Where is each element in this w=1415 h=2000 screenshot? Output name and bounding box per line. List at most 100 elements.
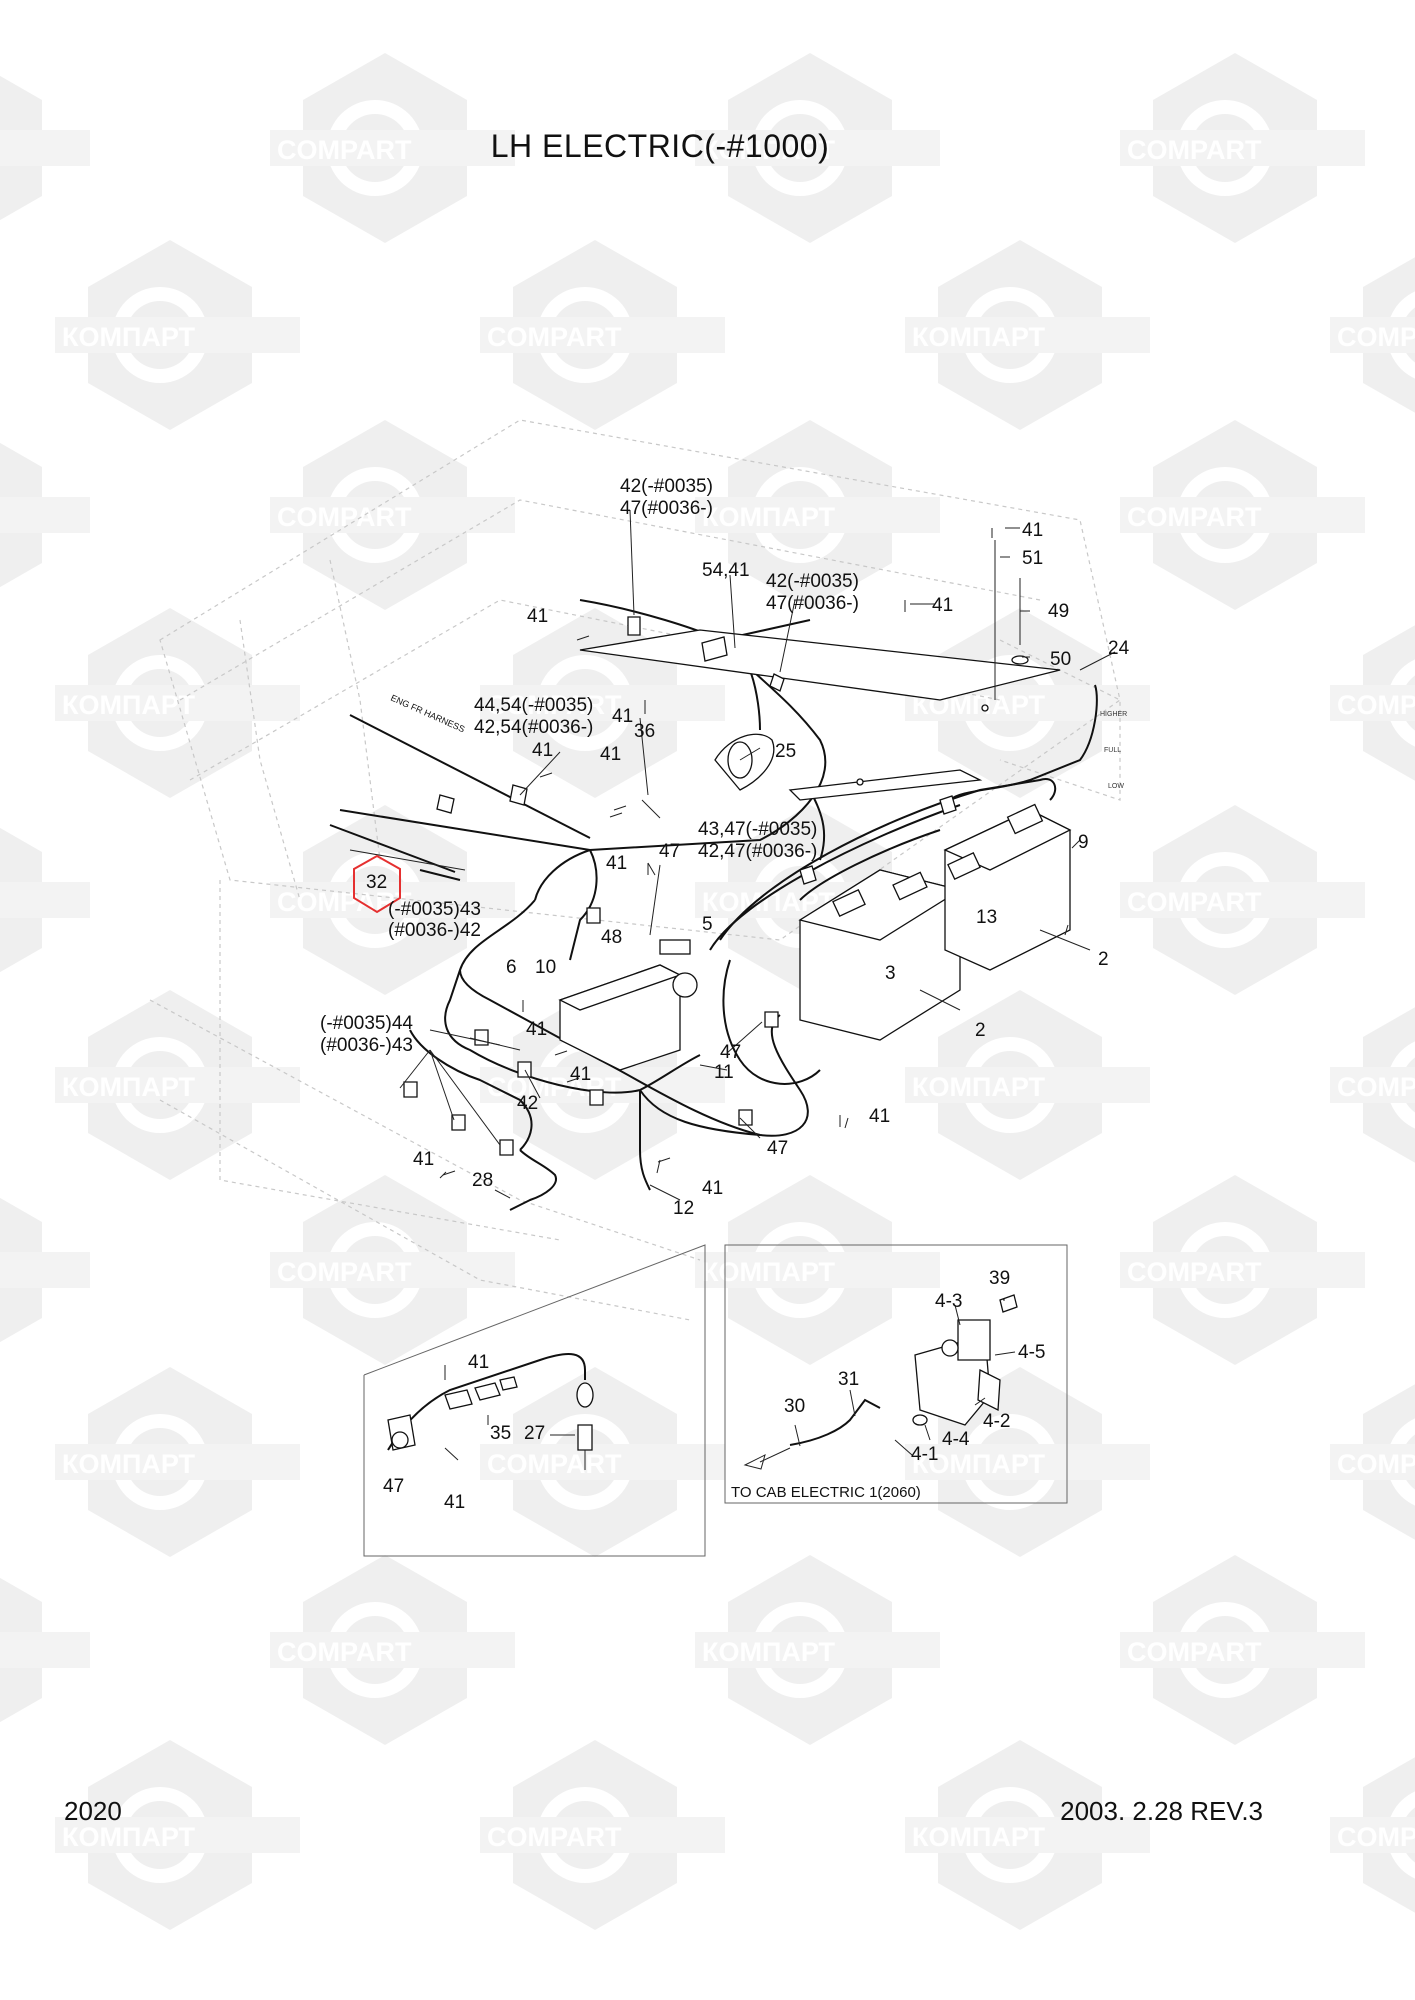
label-42-47-mid-a: 42(-#0035) xyxy=(766,571,859,592)
label-47-c: 47 xyxy=(767,1138,788,1159)
label-41-k: 41 xyxy=(413,1149,434,1170)
label-44-d: (-#0035)44 xyxy=(320,1013,413,1034)
watermark-band xyxy=(270,497,515,533)
label-42-c: (#0036-)42 xyxy=(388,920,481,941)
watermark-text: COMPART xyxy=(1127,887,1262,917)
label-2-a: 2 xyxy=(1098,949,1109,970)
part-labels: 42(-#0035) 47(#0036-) 54,41 42(-#0035) 4… xyxy=(320,476,1130,1513)
watermark-text: COMPART xyxy=(1337,1449,1415,1479)
watermark-band xyxy=(480,1444,725,1480)
watermark-band xyxy=(1120,1632,1365,1668)
label-41-j: 41 xyxy=(869,1106,890,1127)
label-51: 51 xyxy=(1022,548,1043,569)
label-4-5: 4-5 xyxy=(1018,1342,1045,1363)
watermark-band xyxy=(0,1632,90,1668)
label-41-h: 41 xyxy=(526,1019,547,1040)
label-12: 12 xyxy=(673,1198,694,1219)
relay-box xyxy=(558,939,698,1071)
watermark-band xyxy=(1330,1067,1415,1103)
label-36: 36 xyxy=(634,721,655,742)
label-41-e: 41 xyxy=(532,740,553,761)
watermark-text: КОМПАРТ xyxy=(912,322,1046,352)
gauge-high: HIGHER xyxy=(1100,711,1127,718)
watermark-text: COMPART xyxy=(1337,1072,1415,1102)
watermark-text: КОМПАРТ xyxy=(912,1072,1046,1102)
watermark-text: COMPART xyxy=(277,887,412,917)
watermark-text: COMPART xyxy=(1337,1822,1415,1852)
label-42-47-b: 42,47(#0036-) xyxy=(698,841,817,862)
label-50: 50 xyxy=(1050,649,1071,670)
watermark-text: КОМПАРТ xyxy=(62,1822,196,1852)
page-number: 2020 xyxy=(64,1796,122,1826)
watermark-text: КОМПАРТ xyxy=(62,690,196,720)
watermark-band xyxy=(55,1444,300,1480)
watermark-band xyxy=(905,1067,1150,1103)
watermark-band xyxy=(0,497,90,533)
label-41-b: 41 xyxy=(1022,520,1043,541)
highlight-hexagon xyxy=(353,854,401,914)
battery-group xyxy=(798,803,1072,1041)
label-41-g: 41 xyxy=(606,853,627,874)
label-2-b: 2 xyxy=(975,1020,986,1041)
label-4-2: 4-2 xyxy=(983,1411,1010,1432)
label-43-c: (-#0035)43 xyxy=(388,899,481,920)
watermark-text: КОМПАРТ xyxy=(702,1257,836,1287)
watermark-band xyxy=(270,882,515,918)
label-13: 13 xyxy=(976,907,997,928)
watermark-text: COMPART xyxy=(1337,322,1415,352)
label-43-d: (#0036-)43 xyxy=(320,1035,413,1056)
watermark-text: КОМПАРТ xyxy=(702,1637,836,1667)
watermark-text: COMPART xyxy=(277,135,412,165)
watermark-band xyxy=(695,497,940,533)
watermark-band xyxy=(695,1632,940,1668)
watermark-band xyxy=(1330,317,1415,353)
revision-date: 2003. 2.28 REV.3 xyxy=(1060,1796,1263,1826)
detail-box-right xyxy=(724,1244,1068,1504)
watermark-band xyxy=(905,317,1150,353)
watermark-band xyxy=(1120,1252,1365,1288)
label-25: 25 xyxy=(775,741,796,762)
label-24: 24 xyxy=(1108,638,1130,659)
watermark-text: КОМПАРТ xyxy=(912,1449,1046,1479)
label-4-1: 4-1 xyxy=(911,1444,938,1465)
watermark-band xyxy=(1330,1444,1415,1480)
label-42-47-top-a: 42(-#0035) xyxy=(620,476,713,497)
watermark-text: КОМПАРТ xyxy=(702,502,836,532)
watermark-text: КОМПАРТ xyxy=(62,1072,196,1102)
label-32: 32 xyxy=(366,872,387,893)
watermark-band xyxy=(270,130,515,166)
label-4-4: 4-4 xyxy=(942,1429,970,1450)
watermark-text: COMPART xyxy=(487,1822,622,1852)
watermark-band xyxy=(1120,882,1365,918)
label-47-d: 47 xyxy=(383,1476,404,1497)
watermark-text: COMPART xyxy=(487,1449,622,1479)
label-35: 35 xyxy=(490,1423,511,1444)
label-49: 49 xyxy=(1048,601,1069,622)
watermark-band xyxy=(55,1817,300,1853)
label-41-n: 41 xyxy=(444,1492,465,1513)
watermark-band xyxy=(905,1444,1150,1480)
label-41-d: 41 xyxy=(612,706,633,727)
watermark-band xyxy=(0,882,90,918)
label-48: 48 xyxy=(601,927,622,948)
watermark-band xyxy=(480,317,725,353)
label-42-e: 42 xyxy=(517,1093,538,1114)
label-4-3: 4-3 xyxy=(935,1291,962,1312)
label-41-f: 41 xyxy=(600,744,621,765)
label-cab-note: TO CAB ELECTRIC 1(2060) xyxy=(731,1484,921,1501)
watermark-band xyxy=(480,1817,725,1853)
watermark-text: COMPART xyxy=(1337,690,1415,720)
detail-box-left xyxy=(363,1244,706,1557)
gauge-full: FULL xyxy=(1104,747,1121,754)
label-28: 28 xyxy=(472,1170,493,1191)
watermark-text: КОМПАРТ xyxy=(912,1822,1046,1852)
label-44-54-a: 44,54(-#0035) xyxy=(474,695,593,716)
watermark-text: COMPART xyxy=(487,690,622,720)
watermark-text: COMPART xyxy=(1127,1257,1262,1287)
label-31: 31 xyxy=(838,1369,859,1390)
label-41-l: 41 xyxy=(702,1178,723,1199)
watermark-text: COMPART xyxy=(1127,135,1262,165)
label-27: 27 xyxy=(524,1423,545,1444)
watermark-band xyxy=(1330,685,1415,721)
